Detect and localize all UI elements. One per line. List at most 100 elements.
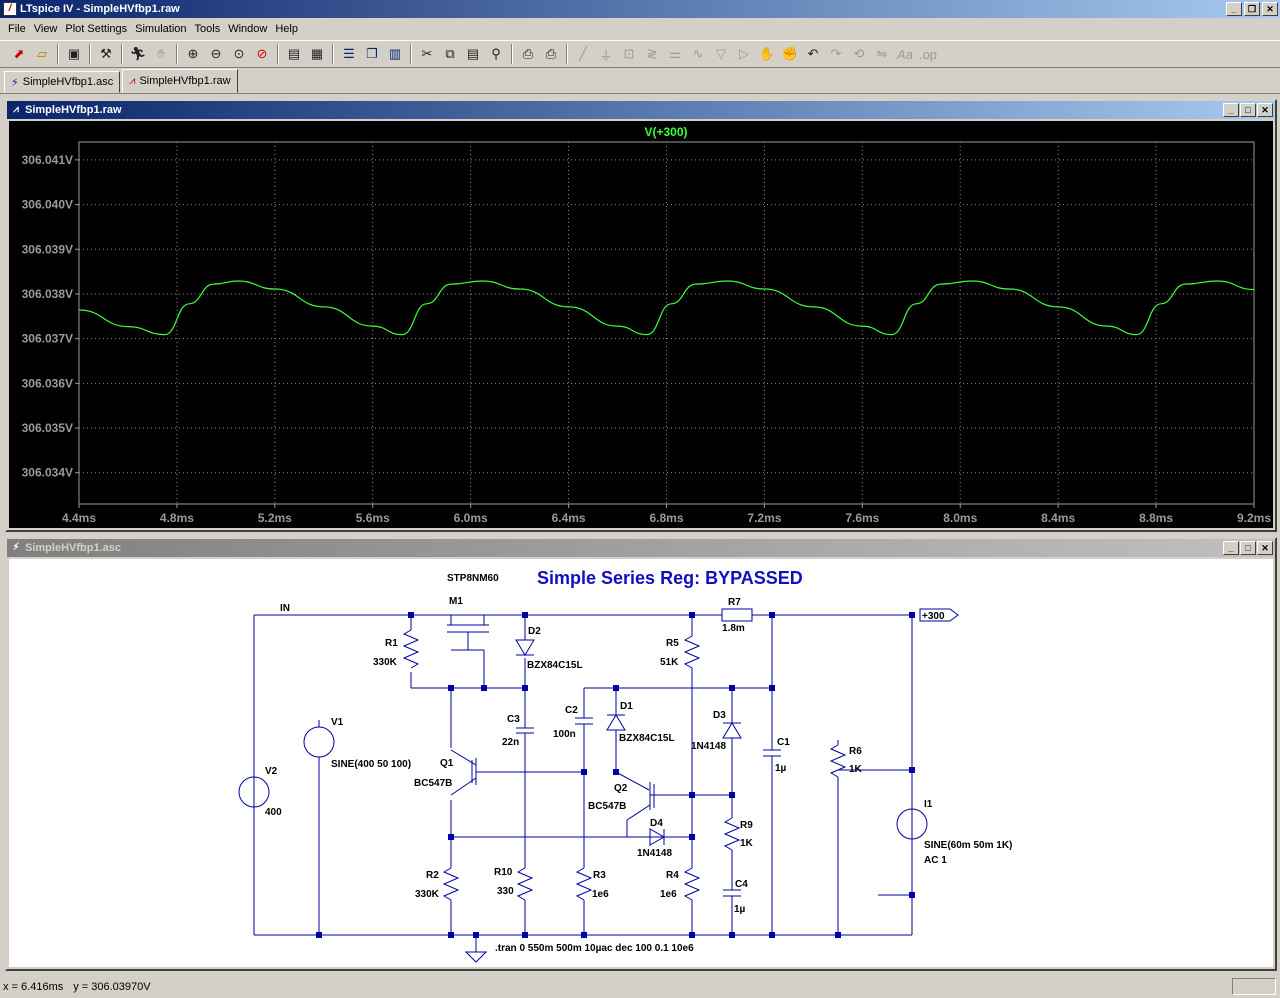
resistor-r2[interactable] (442, 867, 460, 901)
component-value[interactable]: 1K (849, 764, 863, 775)
resistor-r7[interactable] (721, 608, 753, 622)
net-label[interactable]: IN (280, 603, 290, 614)
component-label[interactable]: D4 (650, 818, 663, 829)
component-label[interactable]: R5 (666, 638, 679, 649)
capacitor-c4[interactable] (723, 889, 741, 897)
zoom-in-icon[interactable]: ⊕ (187, 46, 199, 61)
component-value[interactable]: 22n (502, 737, 519, 748)
schematic-heading[interactable]: Simple Series Reg: BYPASSED (537, 568, 803, 588)
component-label[interactable]: M1 (449, 596, 463, 607)
close-button[interactable]: ✕ (1257, 103, 1273, 117)
diode-d1[interactable] (606, 714, 626, 731)
component-value[interactable]: AC 1 (924, 855, 947, 866)
component-label[interactable]: D1 (620, 701, 633, 712)
component-value[interactable]: BC547B (414, 778, 452, 789)
minimize-button[interactable]: _ (1223, 541, 1239, 555)
component-label[interactable]: Q1 (440, 758, 454, 769)
zoom-cancel-icon[interactable]: ⊘ (256, 46, 268, 61)
component-value[interactable]: BZX84C15L (527, 660, 583, 671)
wire-icon[interactable]: ╱ (579, 46, 587, 61)
drag-icon[interactable]: ✊ (781, 46, 799, 61)
wire[interactable] (837, 740, 912, 935)
ground-icon[interactable]: ⏚ (599, 47, 613, 63)
redo-icon[interactable]: ↷ (830, 46, 842, 61)
run-icon[interactable]: 🏃︎ (129, 46, 147, 61)
component-label[interactable]: D3 (713, 710, 726, 721)
resistor-icon[interactable]: ≷ (646, 46, 658, 61)
wire[interactable] (615, 688, 650, 791)
resistor-r4[interactable] (683, 867, 701, 901)
new-schematic-icon[interactable]: ⬈ (13, 46, 25, 61)
menu-plot-settings[interactable]: Plot Settings (65, 22, 128, 35)
resistor-r9[interactable] (723, 817, 741, 851)
diode-d3[interactable] (722, 722, 742, 739)
schematic-canvas[interactable]: Simple Series Reg: BYPASSED STP8NM60 IN … (9, 559, 1273, 967)
component-label[interactable]: V1 (331, 717, 344, 728)
current-source-i1[interactable] (896, 808, 928, 840)
mosfet-m1[interactable] (447, 615, 489, 688)
minimize-button[interactable]: _ (1226, 2, 1242, 16)
close-button[interactable]: ✕ (1257, 541, 1273, 555)
component-value[interactable]: SINE(60m 50m 1K) (924, 840, 1012, 851)
waveform-window-title-bar[interactable]: ⩘ SimpleHVfbp1.raw _ □ ✕ (7, 101, 1275, 119)
resistor-r6[interactable] (829, 744, 847, 778)
component-value[interactable]: 330K (373, 657, 398, 668)
minimize-button[interactable]: _ (1223, 103, 1239, 117)
component-value[interactable]: 400 (265, 807, 282, 818)
diode-icon[interactable]: ▽ (716, 46, 726, 61)
component-label[interactable]: C3 (507, 714, 520, 725)
capacitor-c2[interactable] (575, 717, 593, 725)
close-button[interactable]: ✕ (1262, 2, 1278, 16)
tile-horizontal-icon[interactable]: ☰ (343, 46, 355, 61)
inductor-icon[interactable]: ∿ (692, 46, 704, 61)
zoom-fit-icon[interactable]: ⊙ (233, 46, 245, 61)
halt-icon[interactable]: ✋︎ (157, 46, 165, 61)
maximize-button[interactable]: □ (1240, 103, 1256, 117)
component-label[interactable]: V2 (265, 766, 278, 777)
component-label[interactable]: R6 (849, 746, 862, 757)
menu-view[interactable]: View (33, 22, 58, 35)
component-value[interactable]: 1µ (775, 763, 787, 774)
control-panel-icon[interactable]: ⚒ (100, 46, 112, 61)
zoom-out-icon[interactable]: ⊖ (210, 46, 222, 61)
resistor-r5[interactable] (683, 635, 701, 669)
component-label[interactable]: R1 (385, 638, 398, 649)
component-label[interactable]: R7 (728, 597, 741, 608)
net-flag-label[interactable]: +300 (922, 611, 945, 622)
component-label[interactable]: C2 (565, 705, 578, 716)
resistor-r10[interactable] (516, 867, 534, 901)
tile-vertical-icon[interactable]: ▥ (388, 46, 402, 61)
menu-simulation[interactable]: Simulation (135, 22, 187, 35)
component-label[interactable]: Q2 (614, 783, 628, 794)
menu-tools[interactable]: Tools (194, 22, 221, 35)
trace-v-300[interactable] (78, 280, 1255, 336)
cut-icon[interactable]: ✂ (421, 46, 433, 61)
open-icon[interactable]: ▱ (37, 46, 47, 61)
waveform-chart[interactable]: 306.041V306.040V306.039V306.038V306.037V… (9, 121, 1275, 532)
component-label[interactable]: R4 (666, 870, 679, 881)
component-value[interactable]: SINE(400 50 100) (331, 759, 411, 770)
component-label[interactable]: STP8NM60 (447, 573, 499, 584)
wire[interactable] (583, 687, 772, 935)
component-label[interactable]: R3 (593, 870, 606, 881)
resistor-r1[interactable] (402, 629, 420, 669)
transistor-q2[interactable] (626, 782, 732, 837)
schematic-window-title-bar[interactable]: ⚡︎ SimpleHVfbp1.asc _ □ ✕ (7, 539, 1275, 557)
component-value[interactable]: 1e6 (660, 889, 677, 900)
component-label[interactable]: I1 (924, 799, 933, 810)
find-icon[interactable]: ⚲ (491, 46, 501, 61)
capacitor-icon[interactable]: ⚌ (669, 46, 681, 61)
mirror-icon[interactable]: ⇋ (876, 46, 888, 61)
component-value[interactable]: 1µ (734, 904, 746, 915)
component-icon[interactable]: ▷ (739, 46, 749, 61)
auto-fit-icon[interactable]: ▦ (310, 46, 324, 61)
voltage-source-v2[interactable] (238, 776, 270, 808)
resistor-r3[interactable] (575, 867, 593, 901)
component-label[interactable]: R2 (426, 870, 439, 881)
move-icon[interactable]: ✋ (758, 46, 776, 61)
component-label[interactable]: R9 (740, 820, 753, 831)
component-value[interactable]: BZX84C15L (619, 733, 675, 744)
menu-file[interactable]: File (8, 22, 26, 35)
text-icon[interactable]: Aa (897, 46, 913, 62)
